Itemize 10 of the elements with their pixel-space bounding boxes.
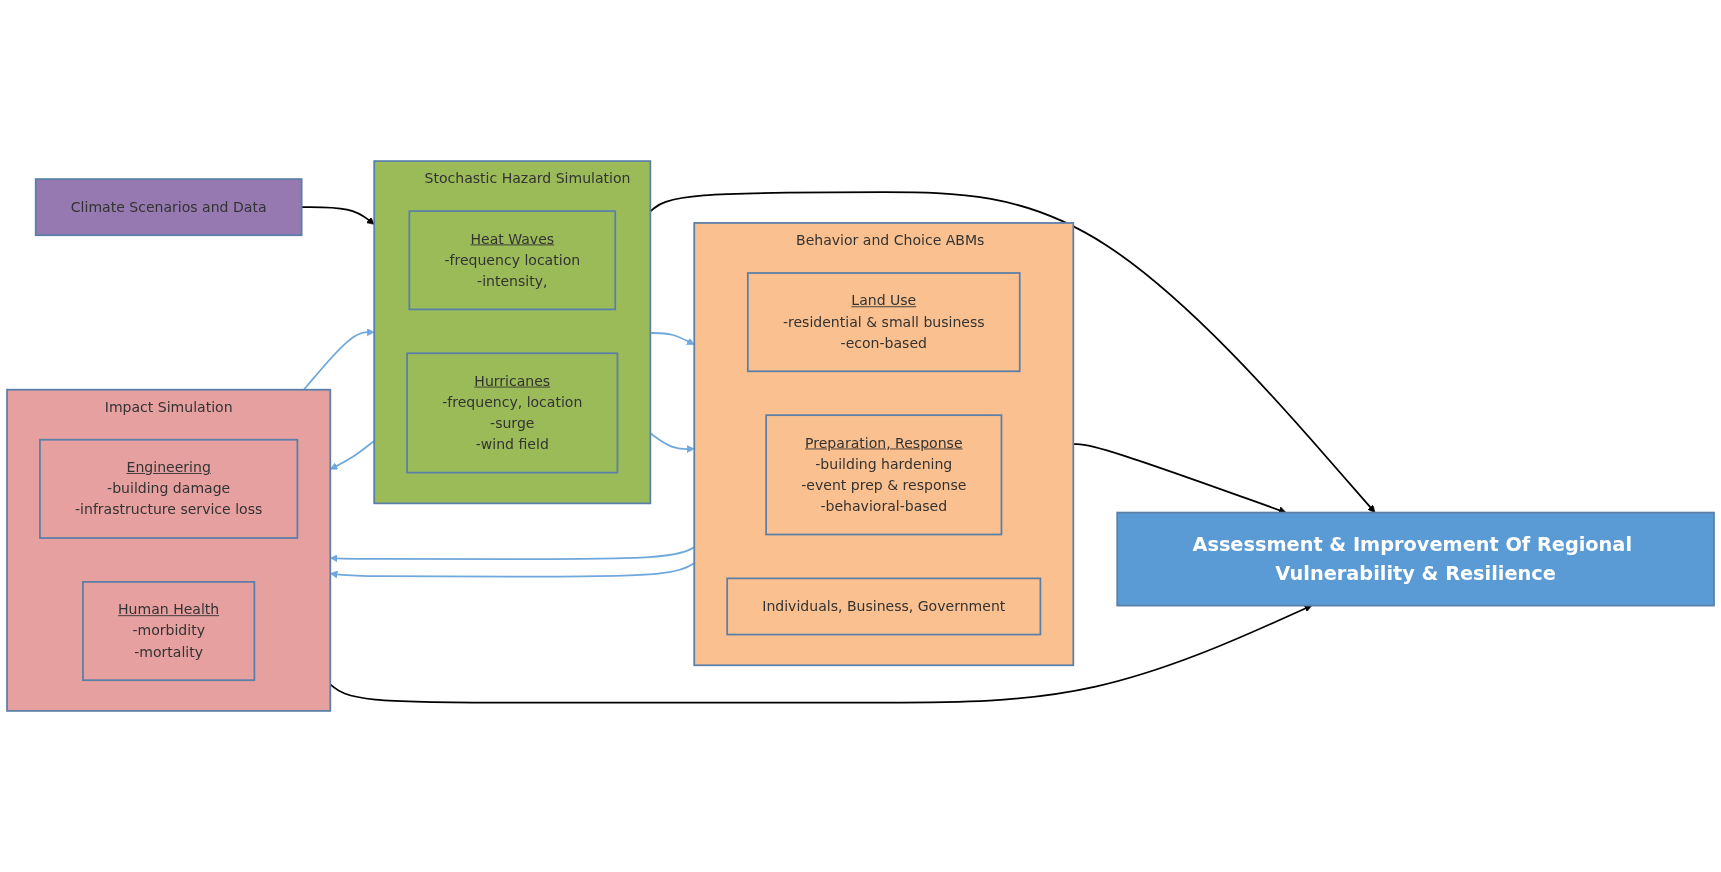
node-box: Preparation, Response -building hardening -event prep & response -behavioral-based <box>765 414 1003 536</box>
node-box: Assessment & Improvement Of Regional Vulnerability & Resilience <box>1116 511 1715 607</box>
node-box: Land Use -residential & small business -econ-based <box>746 272 1021 373</box>
node-box: Engineering -building damage -infrastructure service loss <box>39 438 299 539</box>
node-box: Heat Waves -frequency location -intensity, <box>408 210 617 311</box>
node-box: Hurricanes -frequency, location -surge -wind field <box>406 352 619 474</box>
node-box: Human Health -morbidity -mortality <box>82 581 256 682</box>
node-box: Climate Scenarios and Data <box>34 178 303 237</box>
node-box: Individuals, Business, Government <box>726 577 1042 636</box>
arrow <box>303 328 375 391</box>
